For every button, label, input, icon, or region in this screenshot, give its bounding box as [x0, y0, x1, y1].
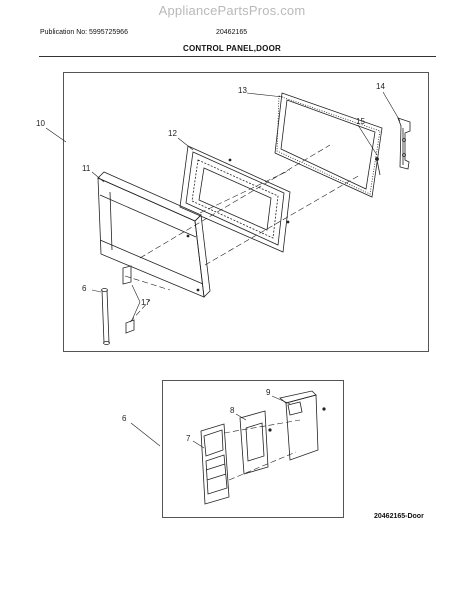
assembly-guide-lines — [124, 144, 361, 323]
part-15-screw[interactable] — [375, 157, 381, 176]
callout-10: 10 — [36, 119, 45, 128]
part-9-housing[interactable] — [279, 390, 326, 461]
callout-13: 13 — [238, 86, 247, 95]
control-panel-frame — [162, 380, 344, 518]
part-14-latch-bracket[interactable] — [397, 117, 411, 170]
diagram-id-footer: 20462165-Door — [374, 513, 424, 520]
assembly-guide-lines-bottom — [223, 419, 301, 481]
callout-9: 9 — [266, 388, 271, 397]
callout-15: 15 — [356, 117, 365, 126]
site-watermark: AppliancePartsPros.com — [158, 3, 306, 18]
callout-leader-lines — [45, 91, 401, 449]
part-12-inner-door-panel[interactable] — [179, 145, 291, 253]
part-6-spring-rod[interactable] — [101, 288, 110, 345]
section-title: CONTROL PANEL,DOOR — [183, 44, 281, 53]
publication-number: Publication No: 5995725966 — [40, 29, 128, 36]
part-7-control-panel[interactable] — [200, 423, 230, 505]
callout-17: 17 — [141, 298, 150, 307]
callout-7: 7 — [186, 434, 191, 443]
callout-11: 11 — [82, 164, 91, 173]
callout-6-top: 6 — [82, 284, 87, 293]
part-11-outer-door[interactable] — [97, 171, 211, 298]
callout-12: 12 — [168, 129, 177, 138]
door-assembly-frame — [63, 72, 429, 352]
callout-8: 8 — [230, 406, 235, 415]
callout-14: 14 — [376, 82, 385, 91]
header-divider — [39, 56, 436, 57]
callout-6-bottom: 6 — [122, 414, 127, 423]
part-13-door-frame[interactable] — [274, 92, 383, 198]
diagram-number: 20462165 — [216, 29, 248, 36]
part-17-hinge-block[interactable] — [122, 265, 135, 334]
